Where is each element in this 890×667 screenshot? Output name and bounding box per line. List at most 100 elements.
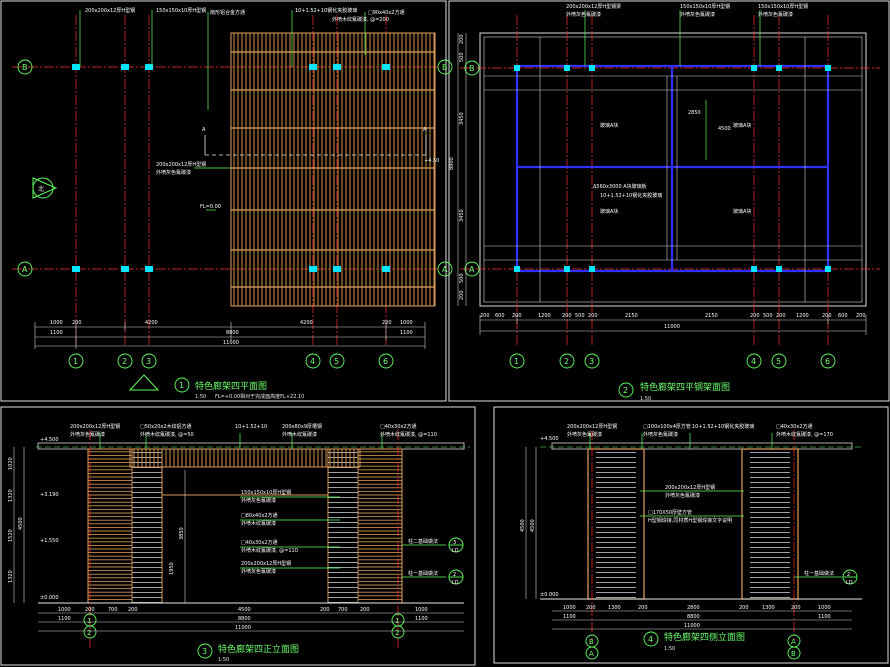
plan1-grid-3: 3 <box>146 357 151 366</box>
elev4-dim-h: 4500 <box>520 519 526 532</box>
plan2-dim-left-5: 500 <box>459 273 465 283</box>
plan2-title-number: 2 <box>623 386 628 395</box>
elev3-right-note-1: 柱二基础做法 <box>408 538 438 545</box>
plan2-dim-4: 1200 <box>538 313 551 319</box>
plan2-grid-4: 4 <box>751 357 756 366</box>
plan2-dim-left-1: 200 <box>459 34 465 44</box>
plan1-grid-5: 5 <box>334 357 339 366</box>
elev4-grid-a1: A <box>589 650 594 658</box>
plan2-zone-3: 玻璃A块 <box>600 208 618 215</box>
elev3-elev-mid1: +3.190 <box>40 492 59 498</box>
plan1-dim-3: 4200 <box>145 320 158 326</box>
elev4-ref2: LD <box>846 580 853 586</box>
elev4-texts: 200x200x12厚H型钢 外喷灰色氟碳漆 □100x100x4厚方管 外喷灰… <box>520 423 853 658</box>
plan2-dim-inner: 2850 <box>688 110 701 116</box>
plan1-title: 特色廊架四平面图 <box>195 380 267 392</box>
elev3-mid-label-2: 外喷灰色氟碳漆 <box>241 497 276 504</box>
elev4-dim-4: 200 <box>638 605 648 611</box>
elev4-elev-base: ±0.000 <box>540 592 559 598</box>
elev3-dim-9: 1000 <box>415 607 428 613</box>
elev4-dim-h2: 4500 <box>530 519 536 532</box>
elev3-dim-h3: 1520 <box>8 529 14 542</box>
plan1-note: FL=+0.00相对于完成面高度FL+22.10 <box>215 393 304 400</box>
elev4-dim-5: 2800 <box>687 605 700 611</box>
plan2-dim-left-6: 200 <box>459 290 465 300</box>
plan1-label-3: 扇形铝合金方通 <box>210 9 245 16</box>
elev3-dim-6: 200 <box>320 607 330 613</box>
plan2-dim-left-total: 8800 <box>449 157 455 170</box>
plan2-dim-12: 200 <box>776 313 786 319</box>
elev4-dim-11: 8800 <box>687 614 700 620</box>
plan2-grid-b: B <box>469 64 475 73</box>
elev4-grid-b1: B <box>589 638 594 646</box>
elev3-grid-2b: 2 <box>395 629 399 637</box>
elev3-dim-12: 1100 <box>415 616 428 622</box>
plan2-dim-9: 2150 <box>705 313 718 319</box>
elev3-mid-label-8: 外喷灰色氟碳漆 <box>241 568 276 575</box>
elev4-top-label-1: 200x200x12厚H型钢 <box>567 423 617 430</box>
plan2-dim-left-4: 3450 <box>459 209 465 222</box>
plan2-dim-1: 200 <box>480 313 490 319</box>
elev3-top-label-7: 外喷木纹氟碳漆 <box>282 431 317 438</box>
elev3-dim-1: 1000 <box>58 607 71 613</box>
plan1-section-a-right: A <box>423 127 427 133</box>
elev3-mid-label-4: 外喷木纹氟碳漆 <box>241 520 276 527</box>
elev3-top-label-3: □50x20x2木纹铝方通 <box>140 423 192 430</box>
plan2-dim-inner2: 4500 <box>718 126 731 132</box>
elev3-elev-top: +4.500 <box>40 437 59 443</box>
elev3-dim-mid: 3850 <box>179 527 185 540</box>
plan2-grid-5: 5 <box>776 357 781 366</box>
elev3-ref-b: 2 <box>453 572 456 578</box>
plan2-label-2: 150x150x10厚H型钢 <box>680 3 730 10</box>
panel-frame-elev3 <box>0 406 476 666</box>
plan1-dim-7: 1100 <box>50 330 63 336</box>
elev3-mid-label-3: □80x40x2方通 <box>241 512 278 519</box>
elev3-dim-total-bottom: 11000 <box>235 625 251 631</box>
elev4-top-label-6: □40x30x2方通 <box>776 423 813 430</box>
elev4-dim-12: 1100 <box>818 614 831 620</box>
plan1-dim-1: 1000 <box>50 320 63 326</box>
plan2-scale: 1:50 <box>640 396 651 402</box>
elev4-dim-10: 1100 <box>563 614 576 620</box>
elev3-right-note-2: 柱一基础做法 <box>408 570 438 577</box>
elev3-top-label-5: 10+1.52+10 <box>235 424 267 430</box>
elev3-elev-base: ±0.000 <box>40 595 59 601</box>
plan1-grid-a-left: A <box>22 265 28 274</box>
elev3-title: 特色廊架四正立面图 <box>218 643 299 655</box>
elev4-title: 特色廊架四侧立面图 <box>664 631 745 643</box>
plan2-zone-1: 玻璃A块 <box>600 122 618 129</box>
elev4-dim-total: 11000 <box>684 623 700 629</box>
plan2-drawing <box>457 10 880 398</box>
plan1-drawing <box>12 10 453 393</box>
plan1-label-1: 200x200x12厚H型钢 <box>85 7 135 14</box>
plan2-grid-1: 1 <box>514 357 519 366</box>
elev4-dim-2: 200 <box>586 605 596 611</box>
elev4-title-number: 4 <box>648 635 653 644</box>
panel-frame-elev4 <box>493 406 889 664</box>
plan1-label-2: 150x150x10厚H型钢 <box>156 7 206 14</box>
plan1-roof-slats <box>230 32 436 307</box>
elev3-ref-a: 3 <box>453 540 456 546</box>
plan2-dim-2: 600 <box>495 313 505 319</box>
plan1-texts: 200x200x12厚H型钢 150x150x10厚H型钢 扇形铝合金方通 10… <box>22 7 448 400</box>
elev4-right-note: 柱一基础做法 <box>804 570 834 577</box>
elev3-mid-label-6: 外喷木纹氟碳漆, @=110 <box>241 547 298 554</box>
plan2-grid-2: 2 <box>564 357 569 366</box>
plan2-grid-3: 3 <box>589 357 594 366</box>
elev4-drawing <box>525 430 862 660</box>
plan1-title-number: 1 <box>179 381 184 390</box>
plan1-dim-6: 1000 <box>400 320 413 326</box>
plan2-dim-5: 200 <box>562 313 572 319</box>
elev4-top-label-4: 外喷灰色氟碳漆 <box>643 431 678 438</box>
plan2-dim-16: 200 <box>856 313 866 319</box>
plan1-label-5: □90x40x2方通 <box>368 9 405 16</box>
plan2-dim-6: 500 <box>575 313 585 319</box>
plan2-dim-left-3: 3450 <box>459 112 465 125</box>
elev3-dim-total: 4500 <box>18 517 24 530</box>
elev3-mid-label-5: □40x30x2方通 <box>241 539 278 546</box>
panel-frame-plan2 <box>448 0 890 402</box>
plan2-grid-a: A <box>469 265 475 274</box>
plan2-dim-11: 500 <box>763 313 773 319</box>
elev4-grid-a2: A <box>791 638 796 646</box>
plan1-dim-2: 200 <box>72 320 82 326</box>
